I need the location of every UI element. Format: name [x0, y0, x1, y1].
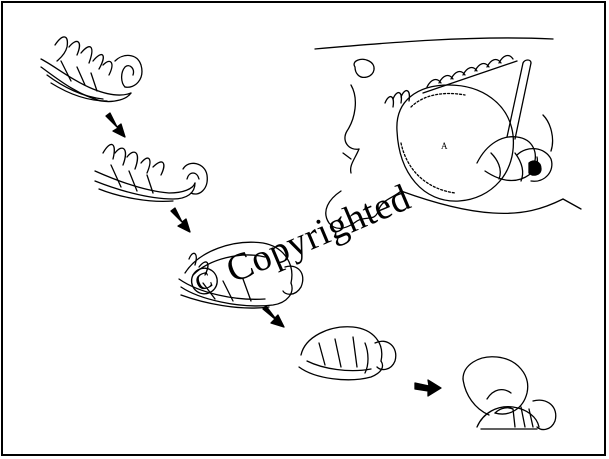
arrow-4 [415, 380, 441, 396]
stage-5-drawing [463, 357, 556, 430]
arrow-2 [171, 208, 190, 232]
arrow-1 [106, 113, 125, 137]
stage-1-drawing [41, 37, 142, 102]
stage-2-drawing [95, 144, 207, 201]
inset-label: A [441, 141, 448, 151]
arrow-3 [263, 306, 284, 327]
stage-4-drawing [299, 327, 396, 380]
